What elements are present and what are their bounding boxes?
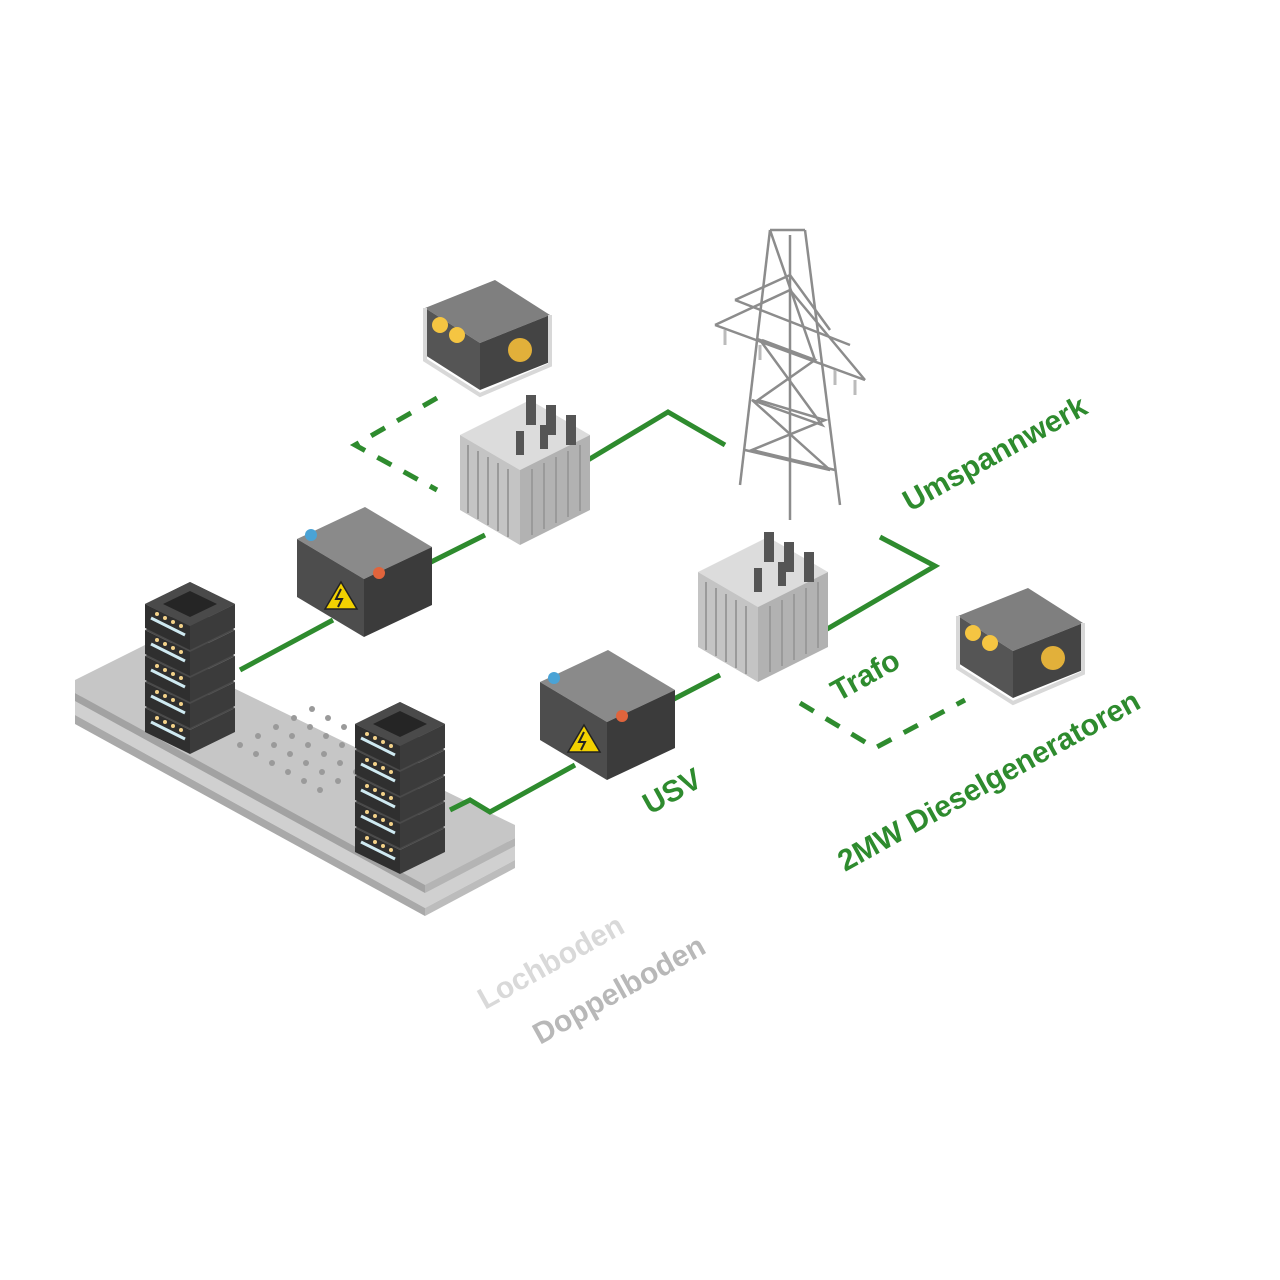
battery-icon: [540, 650, 675, 780]
power-pylon-icon: [714, 228, 866, 520]
label-substation: Umspannwerk: [897, 390, 1093, 518]
connection-lines: [238, 395, 967, 815]
transformer-icon: [698, 532, 828, 682]
label-generators: 2MW Dieselgeneratoren: [832, 684, 1145, 878]
battery-icon: [297, 507, 432, 637]
diesel-generator-icon: [956, 588, 1085, 706]
label-transformer: Trafo: [825, 644, 905, 708]
raised-floor-icon: [75, 645, 515, 916]
server-rack-icon: [353, 700, 447, 876]
transformer-icon: [460, 395, 590, 545]
server-rack-icon: [143, 580, 237, 756]
label-ups: USV: [637, 762, 707, 821]
diesel-generator-icon: [423, 280, 552, 398]
